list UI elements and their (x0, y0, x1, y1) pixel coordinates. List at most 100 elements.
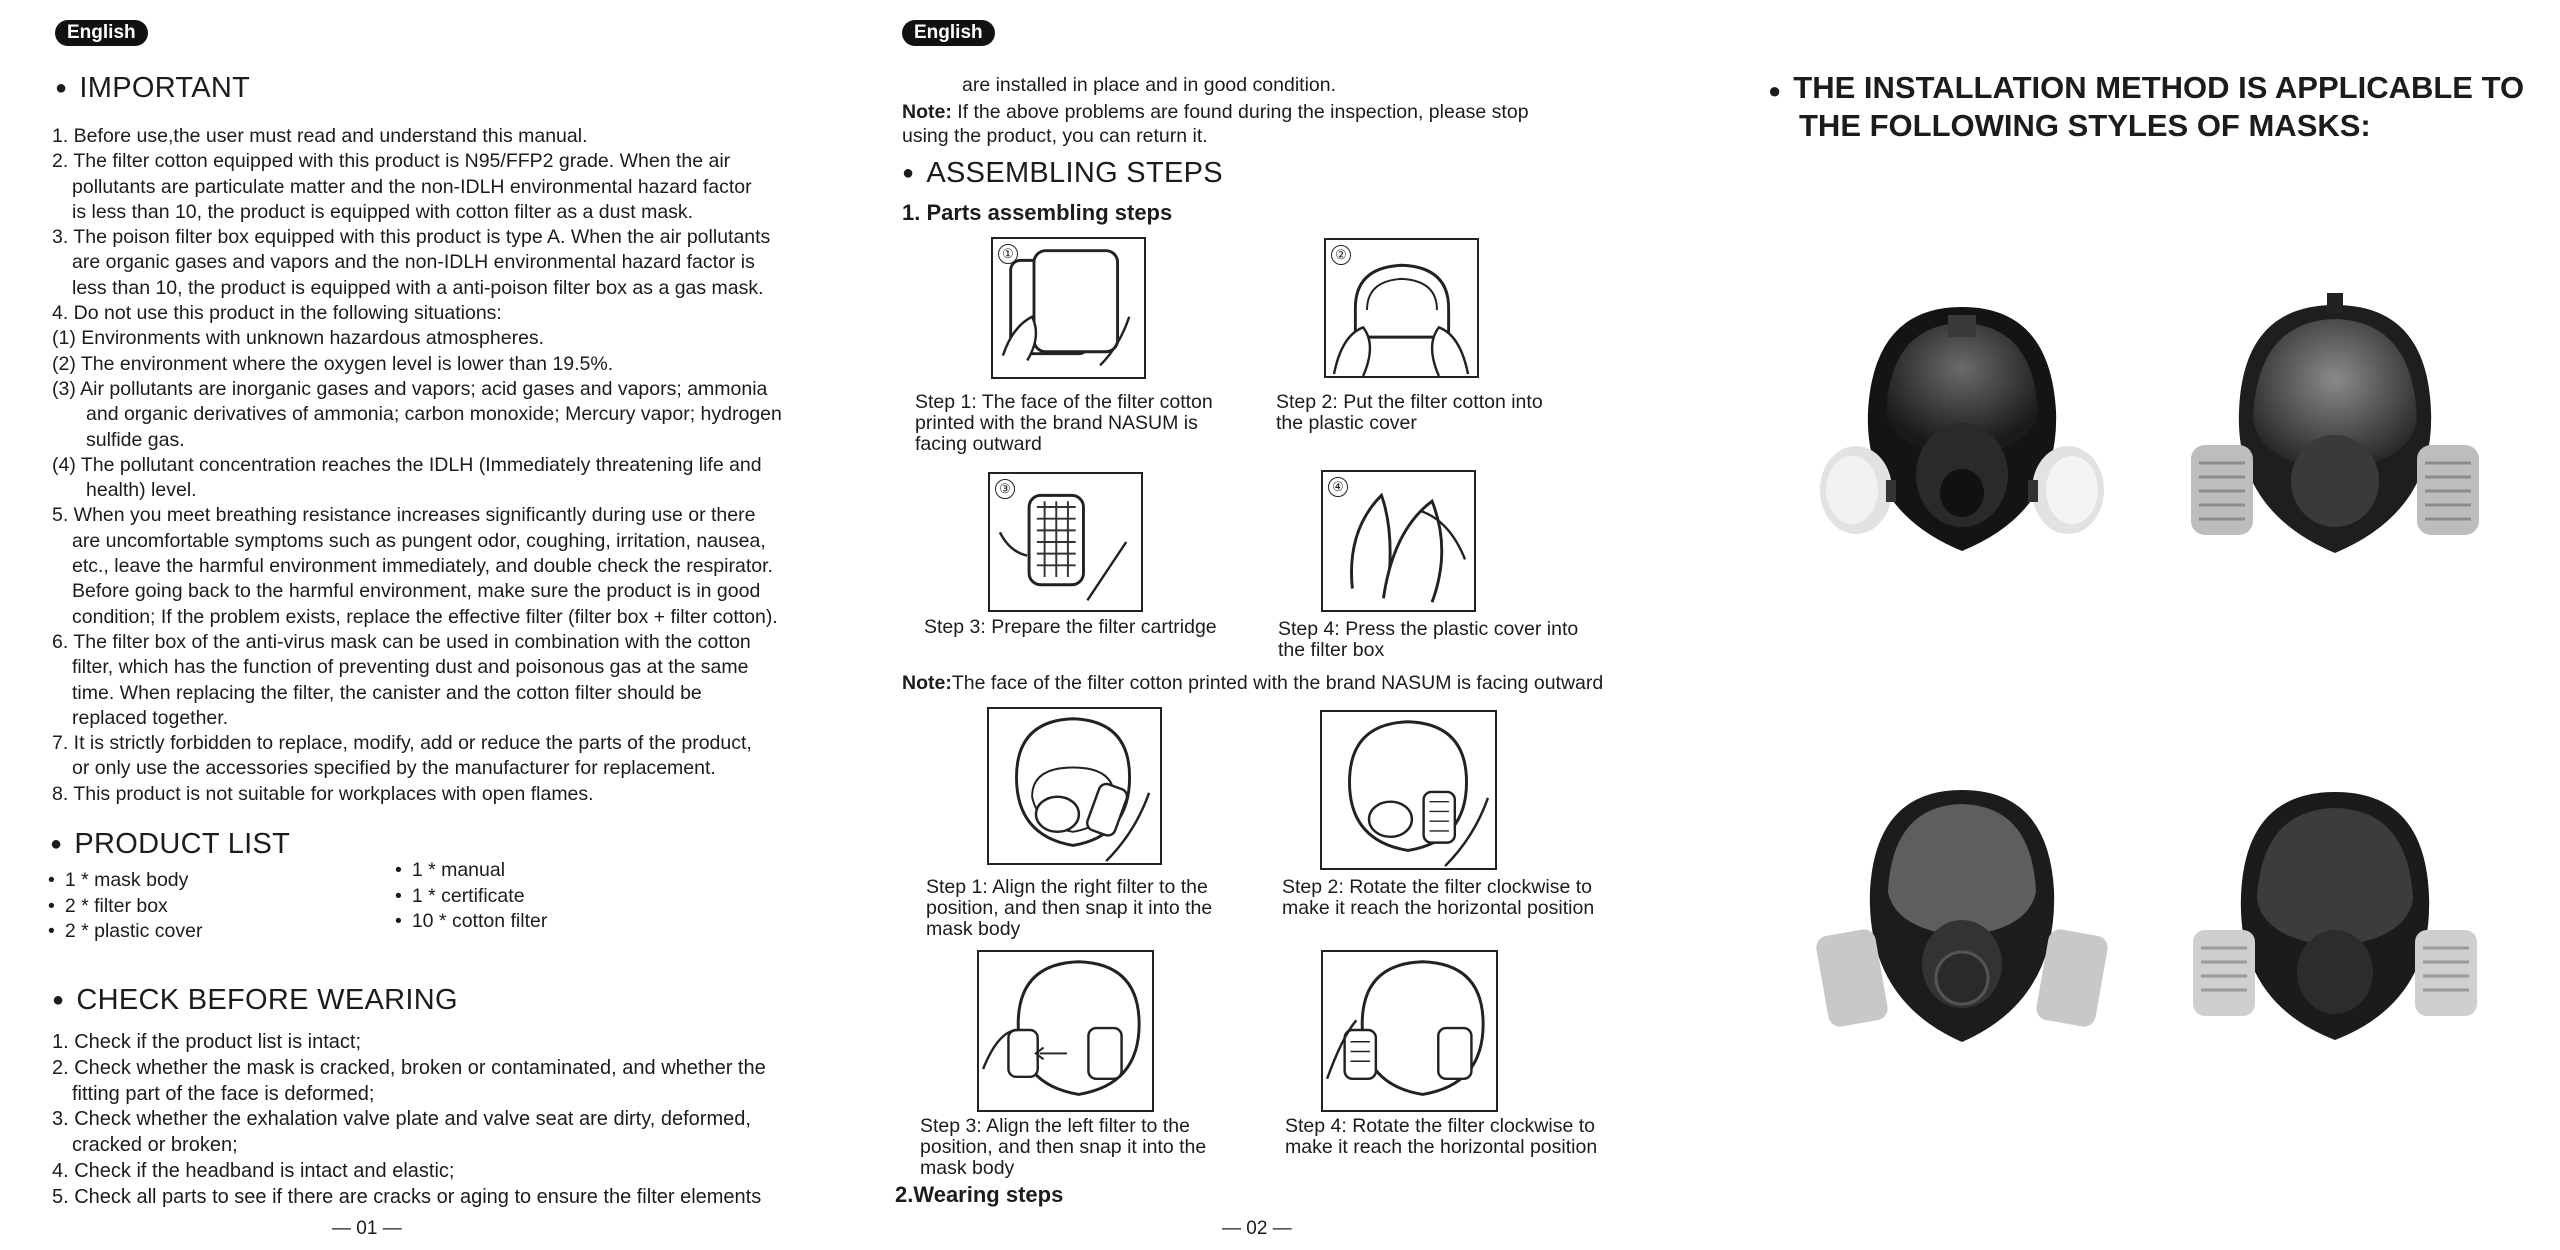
important-line: and organic derivatives of ammonia; carb… (86, 403, 782, 426)
caption-line: Step 1: Align the right filter to the (926, 876, 1208, 898)
check-line: fitting part of the face is deformed; (72, 1082, 375, 1105)
mask-rotate-right-filter-illustration (1348, 720, 1490, 867)
filter-step-1-caption: Step 1: Align the right filter to the po… (926, 877, 1212, 940)
parts-step-4-caption: Step 4: Press the plastic cover into the… (1278, 619, 1578, 661)
page-number: — 01 — (332, 1218, 402, 1239)
product-item: 10 * cotton filter (395, 909, 548, 935)
product-list-col-1: 1 * mask body 2 * filter box 2 * plastic… (48, 868, 203, 945)
caption-line: Step 4: Press the plastic cover into (1278, 618, 1579, 640)
caption-line: the plastic cover (1276, 412, 1417, 434)
important-line: (2) The environment where the oxygen lev… (52, 352, 614, 375)
important-line: are uncomfortable symptoms such as punge… (72, 529, 766, 552)
important-line: (4) The pollutant concentration reaches … (52, 453, 762, 476)
important-line: (1) Environments with unknown hazardous … (52, 327, 545, 350)
filter-step-2-figure (1320, 710, 1497, 870)
mask-photo-round-valve (1812, 782, 2112, 1062)
plastic-cover-illustration (1332, 263, 1470, 376)
note-text: If the above problems are found during t… (951, 101, 1529, 123)
important-line: filter, which has the function of preven… (72, 656, 749, 679)
continued-line: are installed in place and in good condi… (962, 74, 1337, 96)
important-line: replaced together. (72, 706, 229, 729)
important-line: 8. This product is not suitable for work… (52, 782, 594, 805)
caption-line: position, and then snap it into the (920, 1136, 1207, 1158)
step-number-badge: ④ (1328, 477, 1348, 497)
note-text: The face of the filter cotton printed wi… (951, 672, 1604, 694)
mask-align-right-filter-illustration (1015, 717, 1151, 862)
caption-line: mask body (920, 1157, 1015, 1179)
page-number: — 02 — (1222, 1218, 1292, 1239)
step-number-badge: ③ (995, 479, 1015, 499)
mask-rotate-left-filter-illustration (1325, 960, 1485, 1096)
caption-line: mask body (926, 918, 1021, 940)
caption-line: the filter box (1278, 639, 1385, 661)
product-item: 1 * mask body (48, 868, 202, 894)
important-line: are organic gases and vapors and the non… (72, 251, 755, 274)
caption-line: Step 3: Prepare the filter cartridge (924, 616, 1217, 638)
applicable-masks-heading: ●THE INSTALLATION METHOD IS APPLICABLE T… (1768, 70, 2524, 143)
check-line: 4. Check if the headband is intact and e… (52, 1159, 455, 1182)
manual-page-3: ●THE INSTALLATION METHOD IS APPLICABLE T… (1720, 0, 2560, 1250)
product-list-col-2: 1 * manual 1 * certificate 10 * cotton f… (395, 858, 548, 935)
bullet-icon: ● (1768, 78, 1782, 103)
note-inspection: Note: If the above problems are found du… (902, 101, 1529, 124)
important-line: time. When replacing the filter, the can… (72, 681, 702, 704)
caption-line: position, and then snap it into the (926, 897, 1213, 919)
caption-line: Step 3: Align the left filter to the (920, 1115, 1190, 1137)
important-line: health) level. (86, 479, 197, 502)
full-face-mask-icon (2191, 293, 2479, 553)
check-line: 5. Check all parts to see if there are c… (52, 1185, 762, 1208)
manual-page-2: English are installed in place and in go… (860, 0, 1720, 1250)
important-line: pollutants are particulate matter and th… (72, 175, 752, 198)
mask-photo-black-white-filters (1812, 285, 2112, 565)
heading-line: ●THE INSTALLATION METHOD IS APPLICABLE T… (1768, 70, 2524, 108)
step-number-badge: ① (998, 244, 1018, 264)
product-item: 2 * plastic cover (48, 919, 203, 945)
heading-line: THE FOLLOWING STYLES OF MASKS: (1799, 108, 2371, 143)
wearing-steps-heading: 2.Wearing steps (895, 1182, 1064, 1207)
important-line: is less than 10, the product is equipped… (72, 200, 694, 223)
parts-step-1-caption: Step 1: The face of the filter cotton pr… (915, 392, 1213, 455)
full-face-mask-icon (1820, 307, 2104, 551)
language-badge: English (55, 20, 148, 46)
important-text: 1. Before use,the user must read and und… (52, 124, 782, 807)
important-line: sulfide gas. (86, 428, 185, 451)
important-line: less than 10, the product is equipped wi… (72, 276, 764, 299)
parts-step-3-figure: ③ (988, 472, 1143, 612)
parts-step-2-figure: ② (1324, 238, 1479, 378)
product-item: 2 * filter box (48, 894, 202, 920)
check-line: 2. Check whether the mask is cracked, br… (52, 1056, 766, 1079)
important-line: (3) Air pollutants are inorganic gases a… (52, 377, 768, 400)
mask-align-left-filter-illustration (981, 960, 1141, 1096)
check-text: 1. Check if the product list is intact; … (52, 1030, 766, 1211)
check-line: 3. Check whether the exhalation valve pl… (52, 1108, 751, 1131)
important-line: 1. Before use,the user must read and und… (52, 125, 588, 147)
note-label: Note: (902, 672, 952, 694)
check-before-wearing-heading: CHECK BEFORE WEARING (52, 984, 458, 1017)
important-line: etc., leave the harmful environment imme… (72, 555, 773, 578)
full-face-mask-icon (2193, 792, 2477, 1040)
note-inspection-line-2: using the product, you can return it. (902, 125, 1208, 147)
product-item: 1 * manual (395, 858, 547, 884)
note-label: Note: (902, 101, 952, 123)
important-line: 5. When you meet breathing resistance in… (52, 504, 756, 527)
caption-line: printed with the brand NASUM is (915, 412, 1198, 434)
check-line: 1. Check if the product list is intact; (52, 1031, 362, 1053)
manual-page-1: English IMPORTANT 1. Before use,the user… (0, 0, 860, 1250)
filter-step-4-caption: Step 4: Rotate the filter clockwise to m… (1285, 1116, 1597, 1158)
important-heading: IMPORTANT (55, 72, 250, 105)
mask-photo-dark-visor (2185, 782, 2485, 1062)
filter-cotton-illustration (1001, 249, 1131, 367)
assembling-steps-heading: ASSEMBLING STEPS (902, 157, 1223, 190)
caption-line: facing outward (915, 433, 1042, 455)
parts-step-1-figure: ① (991, 237, 1146, 379)
caption-line: make it reach the horizontal position (1282, 897, 1595, 919)
important-line: Before going back to the harmful environ… (72, 580, 761, 603)
important-line: condition; If the problem exists, replac… (72, 605, 778, 628)
filter-step-1-figure (987, 707, 1162, 865)
check-line: cracked or broken; (72, 1134, 238, 1157)
step-number-badge: ② (1331, 245, 1351, 265)
filter-step-4-figure (1321, 950, 1498, 1112)
caption-line: Step 2: Rotate the filter clockwise to (1282, 876, 1592, 898)
important-line: 6. The filter box of the anti-virus mask… (52, 630, 751, 653)
filter-step-2-caption: Step 2: Rotate the filter clockwise to m… (1282, 877, 1594, 919)
